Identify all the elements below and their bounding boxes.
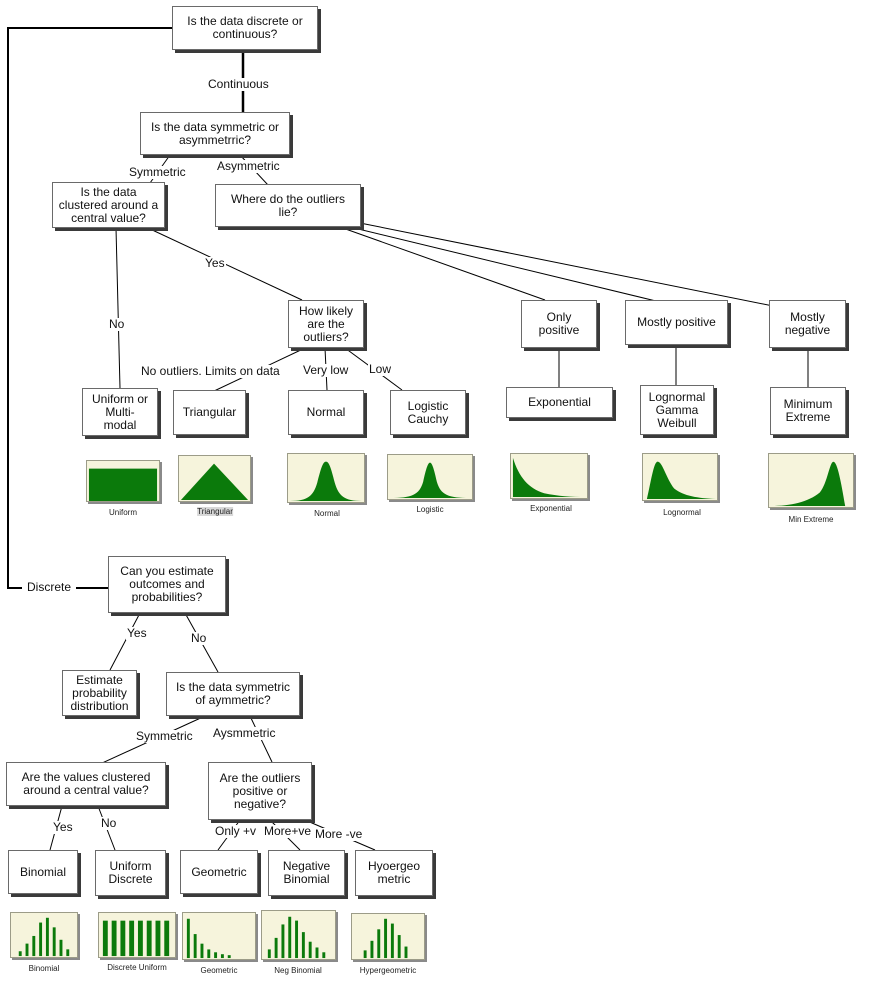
node-uniform-multimodal: Uniform or Multi- modal xyxy=(82,388,158,436)
caption-lognormal: Lognormal xyxy=(663,508,701,517)
thumb-hypergeometric xyxy=(351,913,425,960)
exponential-curve xyxy=(512,457,587,498)
label-discrete: Discrete xyxy=(26,580,73,594)
node-negative-binomial: Negative Binomial xyxy=(268,850,345,896)
node-estimate-outcomes: Can you estimate outcomes and probabilit… xyxy=(108,556,226,613)
caption-hypergeometric: Hypergeometric xyxy=(359,966,417,975)
node-exponential: Exponential xyxy=(506,387,613,418)
node-logistic-cauchy: Logistic Cauchy xyxy=(390,390,466,435)
thumb-discrete-uniform xyxy=(98,912,176,958)
node-how-likely-outliers: How likely are the outliers? xyxy=(288,300,364,348)
caption-min-extreme: Min Extreme xyxy=(788,515,834,524)
label-yes-estimate: Yes xyxy=(126,626,148,640)
node-hypergeometric: Hyoergeo metric xyxy=(355,850,433,896)
node-clustered-central: Is the data clustered around a central v… xyxy=(52,182,165,228)
thumb-min-extreme xyxy=(768,453,854,508)
label-no-outliers: No outliers. Limits on data xyxy=(140,364,281,378)
label-aysmmetric: Aysmmetric xyxy=(212,726,277,740)
edge-discrete xyxy=(7,27,172,589)
node-normal: Normal xyxy=(288,390,364,435)
lognormal-curve xyxy=(646,461,717,500)
caption-geometric: Geometric xyxy=(200,966,238,975)
edge-mostly-negative xyxy=(359,222,779,308)
caption-exponential: Exponential xyxy=(530,504,572,513)
caption-triangular: Triangular xyxy=(197,507,233,516)
label-asymmetric: Asymmetric xyxy=(216,159,281,173)
normal-curve xyxy=(289,461,363,502)
caption-uniform: Uniform xyxy=(108,508,138,517)
node-lognormal-gamma-weibull: Lognormal Gamma Weibull xyxy=(640,385,714,435)
caption-normal: Normal xyxy=(314,509,340,518)
label-only-v: Only +v xyxy=(214,824,258,838)
thumb-logistic xyxy=(387,454,473,500)
logistic-curve xyxy=(389,462,471,499)
label-more-ve: More+ve xyxy=(263,824,313,838)
node-uniform-discrete: Uniform Discrete xyxy=(95,850,166,896)
label-symmetric: Symmetric xyxy=(128,165,187,179)
thumb-lognormal xyxy=(642,453,718,501)
label-low: Low xyxy=(368,362,393,376)
thumb-uniform xyxy=(86,460,160,502)
edge-only-positive xyxy=(339,226,546,301)
edge-no xyxy=(115,227,121,389)
node-estimate-distribution: Estimate probability distribution xyxy=(62,670,137,716)
edge-mostly-positive xyxy=(349,226,661,303)
thumb-triangular xyxy=(178,455,251,502)
node-symmetric-of-asymmetric: Is the data symmetric of aymmetric? xyxy=(166,672,300,716)
node-geometric: Geometric xyxy=(180,850,258,894)
label-no: No xyxy=(108,317,126,331)
thumb-exponential xyxy=(510,453,588,499)
label-no-estimate: No xyxy=(190,631,208,645)
node-discrete-or-continuous: Is the data discrete or continuous? xyxy=(172,6,318,50)
label-no-uniform: No xyxy=(100,816,118,830)
label-yes: Yes xyxy=(204,256,226,270)
caption-discrete-uniform: Discrete Uniform xyxy=(107,963,167,972)
node-mostly-negative: Mostly negative xyxy=(769,300,846,348)
caption-logistic: Logistic xyxy=(416,505,444,514)
label-continuous: Continuous xyxy=(207,77,270,91)
thumb-binomial xyxy=(10,912,78,958)
thumb-normal xyxy=(287,453,365,503)
triangular-shape xyxy=(180,463,249,501)
node-outliers-positive-negative: Are the outliers positive or negative? xyxy=(208,762,312,820)
label-yes-binomial: Yes xyxy=(52,820,74,834)
min-extreme-curve xyxy=(770,461,846,507)
edge-yes-estimate xyxy=(109,612,141,671)
thumb-neg-binomial xyxy=(261,910,336,960)
caption-neg-binomial: Neg Binomial xyxy=(274,966,322,975)
label-very-low: Very low xyxy=(302,363,350,377)
node-only-positive: Only positive xyxy=(521,300,597,348)
uniform-shape xyxy=(88,468,158,501)
caption-binomial: Binomial xyxy=(28,964,60,973)
node-binomial: Binomial xyxy=(8,850,78,894)
thumb-geometric xyxy=(182,912,256,960)
node-where-outliers-lie: Where do the outliers lie? xyxy=(215,184,361,227)
label-symmetric-discrete: Symmetric xyxy=(135,729,194,743)
node-mostly-positive: Mostly positive xyxy=(625,300,728,345)
node-symmetric-or-asymmetric: Is the data symmetric or asymmetrric? xyxy=(140,112,290,155)
label-more-neg: More -ve xyxy=(314,827,364,841)
node-triangular: Triangular xyxy=(173,390,246,435)
node-minimum-extreme: Minimum Extreme xyxy=(770,387,846,435)
node-values-clustered: Are the values clustered around a centra… xyxy=(6,762,166,806)
